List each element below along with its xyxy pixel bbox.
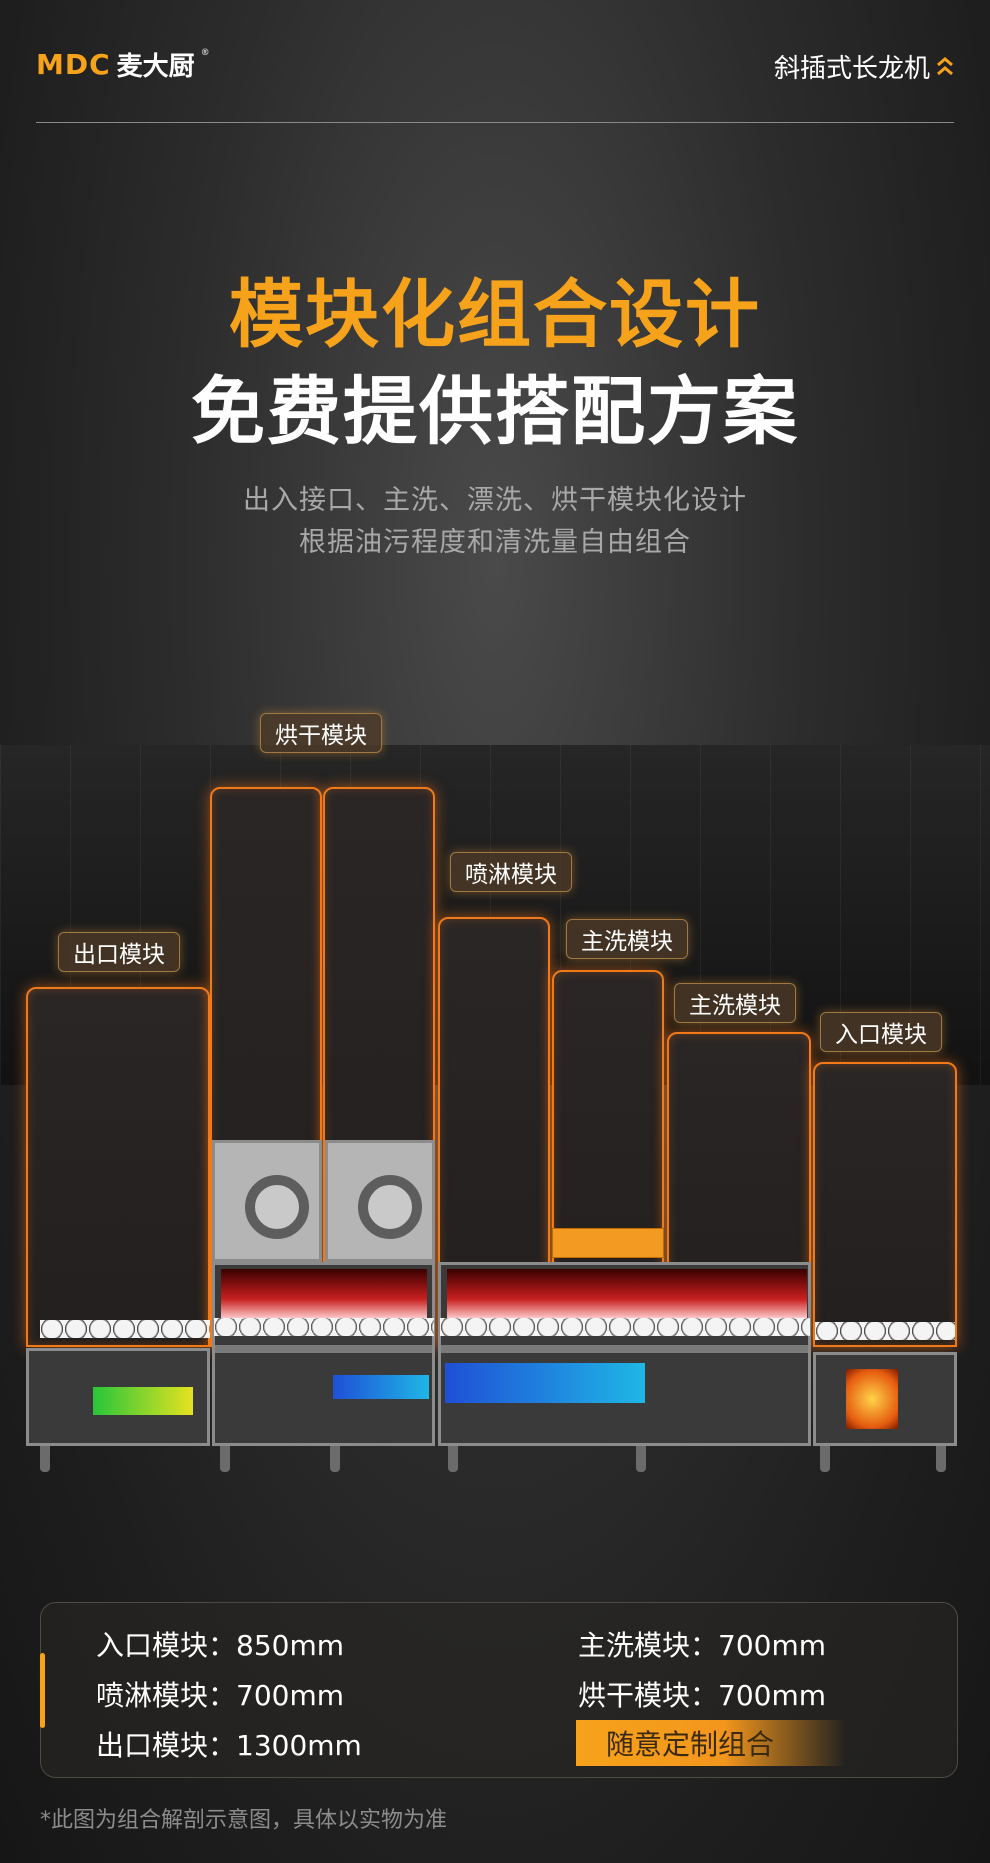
dry-module-body [212, 1262, 435, 1446]
entrance-heater-graphic [846, 1369, 898, 1429]
exit-conveyor-rollers [40, 1320, 210, 1338]
main-wash-module-tag-1: 主洗模块 [566, 919, 688, 959]
exit-module-column [26, 987, 210, 1347]
dry-conveyor-rollers [214, 1318, 434, 1336]
dry-tank-graphic [333, 1375, 429, 1399]
logo-mark-text: MDC [36, 48, 111, 81]
exit-module-tag: 出口模块 [58, 932, 180, 972]
exit-module-body [26, 1348, 210, 1446]
spray-heat-graphic [447, 1269, 807, 1319]
registered-mark: ® [200, 48, 210, 58]
entrance-module-tag: 入口模块 [820, 1012, 942, 1052]
entrance-module-body [813, 1352, 957, 1446]
machine-leg [40, 1446, 50, 1472]
wash-tank-graphic [445, 1363, 645, 1403]
custom-combination-button[interactable]: 随意定制组合 [576, 1720, 846, 1766]
subtitle-line-2: 根据油污程度和清洗量自由组合 [299, 527, 691, 558]
header-divider [36, 122, 954, 123]
dry-fan-housing-1 [212, 1140, 322, 1262]
shelf [215, 1345, 432, 1353]
exit-tank-graphic [93, 1387, 193, 1415]
machine-leg [636, 1446, 646, 1472]
spec-dry: 烘干模块：700mm [578, 1679, 826, 1712]
entrance-module-column [813, 1062, 957, 1347]
wash-conveyor-rollers [440, 1318, 810, 1336]
main-wash-module-tag-2: 主洗模块 [674, 983, 796, 1023]
spec-entrance: 入口模块：850mm [96, 1629, 344, 1662]
product-name-label: 斜插式长龙机 [773, 54, 930, 84]
machine-leg [936, 1446, 946, 1472]
dry-heat-graphic [221, 1269, 427, 1319]
dry-module-tag: 烘干模块 [260, 713, 382, 753]
brand-logo[interactable]: MDC 麦大厨 ® [36, 46, 210, 83]
spray-module-tag: 喷淋模块 [450, 852, 572, 892]
double-chevron-up-icon [936, 55, 954, 79]
product-name-header: 斜插式长龙机 [774, 48, 954, 85]
logo-chinese-name: 麦大厨 [116, 52, 195, 82]
headline-secondary: 免费提供搭配方案 [191, 369, 799, 455]
subtitle-line-1: 出入接口、主洗、漂洗、烘干模块化设计 [243, 485, 747, 516]
logo-mark: MDC [36, 48, 111, 81]
wash-modules-body [438, 1262, 811, 1446]
spec-exit: 出口模块：1300mm [96, 1729, 362, 1762]
fan-icon [245, 1175, 309, 1239]
entrance-conveyor-rollers [815, 1322, 955, 1340]
machine-leg [330, 1446, 340, 1472]
machine-leg [220, 1446, 230, 1472]
spec-accent-bar [40, 1653, 45, 1728]
disclaimer-note: *此图为组合解剖示意图，具体以实物为准 [40, 1808, 448, 1833]
control-panel [552, 1228, 664, 1258]
fan-icon [358, 1175, 422, 1239]
spec-spray: 喷淋模块：700mm [96, 1679, 344, 1712]
dry-fan-housing-2 [325, 1140, 435, 1262]
machine-leg [820, 1446, 830, 1472]
shelf [441, 1345, 808, 1353]
headline-primary: 模块化组合设计 [229, 272, 761, 358]
machine-leg [448, 1446, 458, 1472]
spec-main-wash: 主洗模块：700mm [578, 1629, 826, 1662]
